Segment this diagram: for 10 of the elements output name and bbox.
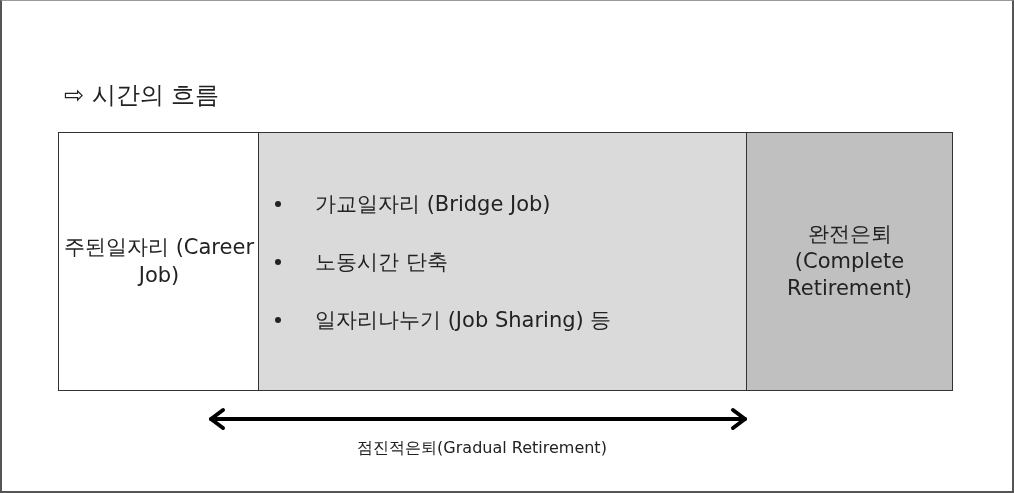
list-item-text: 일자리나누기 (Job Sharing) 등 (315, 306, 612, 334)
stage-box (58, 132, 260, 391)
stage-label: 주된일자리 (Career Job) (63, 234, 255, 289)
list-item-text: 노동시간 단축 (315, 248, 448, 276)
stage-box (746, 132, 953, 391)
stage-box (258, 132, 748, 391)
stage-label: 완전은퇴 (Complete Retirement) (786, 220, 913, 303)
span-label: 점진적은퇴(Gradual Retirement) (356, 438, 608, 459)
list-item-text: 가교일자리 (Bridge Job) (315, 190, 551, 218)
title: ⇨ 시간의 흐름 (64, 80, 220, 111)
